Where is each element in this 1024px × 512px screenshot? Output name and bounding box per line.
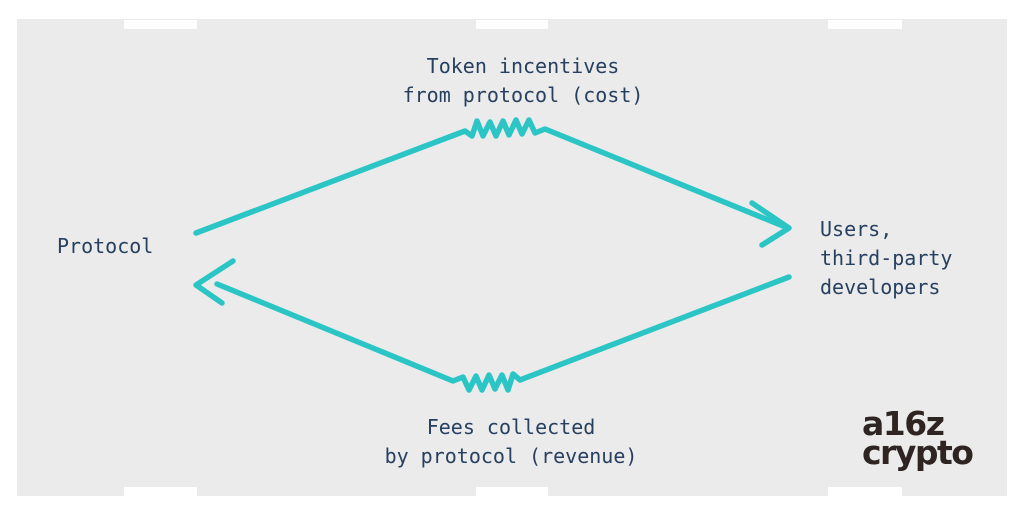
panel-notch-top-right: [828, 20, 902, 29]
panel-notch-bottom-left: [124, 487, 197, 496]
users-line-1: Users,: [820, 217, 893, 241]
panel-notch-top-left: [124, 20, 197, 29]
panel-notch-bottom-center: [476, 487, 548, 496]
node-label-users: Users, third-party developers: [820, 215, 952, 302]
node-label-protocol: Protocol: [57, 234, 154, 258]
panel-notch-bottom-right: [828, 487, 902, 496]
a16z-crypto-logo: a16z crypto: [862, 406, 975, 472]
logo-line-2: crypto: [862, 433, 973, 472]
bottom-line-2: by protocol (revenue): [384, 444, 638, 468]
bottom-line-1: Fees collected: [426, 415, 596, 439]
users-line-3: developers: [820, 275, 941, 299]
users-line-2: third-party: [820, 246, 953, 270]
logo-line-1: a16z: [862, 406, 944, 443]
panel-notch-top-center: [476, 20, 548, 29]
edge-label-top: Token incentives from protocol (cost): [283, 52, 763, 110]
top-line-1: Token incentives: [426, 54, 620, 78]
edge-label-bottom: Fees collected by protocol (revenue): [271, 413, 751, 471]
diagram-panel: [17, 19, 1007, 496]
top-line-2: from protocol (cost): [402, 83, 644, 107]
